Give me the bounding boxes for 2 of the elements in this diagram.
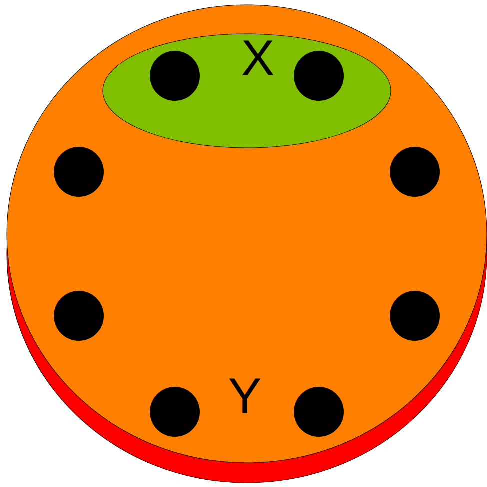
node-label: X (242, 40, 274, 76)
label: Y (229, 378, 261, 414)
